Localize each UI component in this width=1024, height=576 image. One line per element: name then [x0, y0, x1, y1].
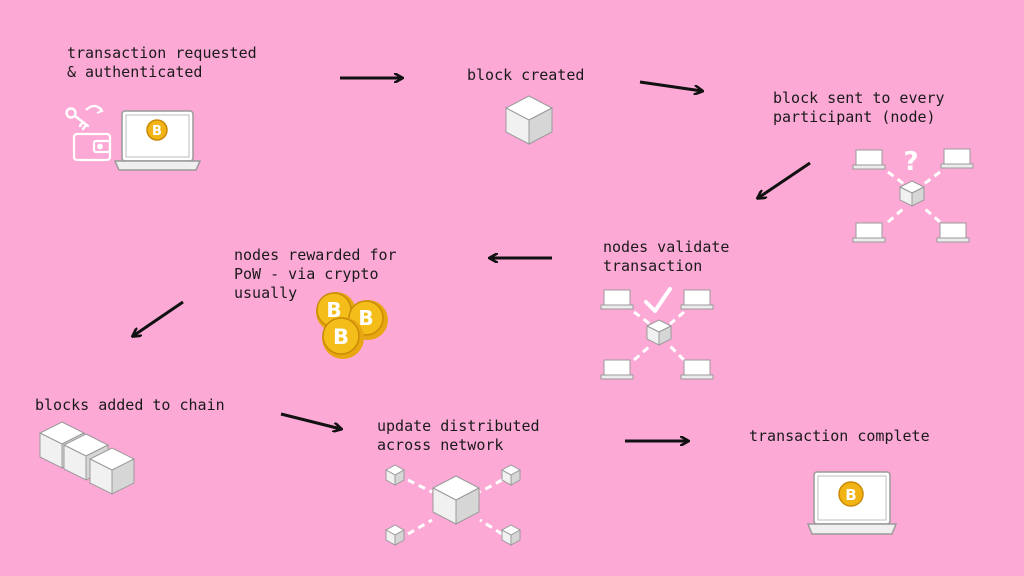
small-cube [384, 464, 406, 486]
step-block-sent-label: block sent to every participant (node) [773, 89, 945, 126]
svg-text:B: B [333, 325, 349, 349]
node-network-icon: ? [852, 147, 974, 243]
small-laptop [852, 222, 886, 243]
key-icon [65, 107, 90, 131]
cube-icon [431, 475, 481, 525]
checkmark-icon [644, 287, 672, 313]
cube-icon [504, 95, 554, 145]
arrow-6 [280, 412, 341, 429]
small-cube [500, 464, 522, 486]
block-chain-icon [38, 421, 136, 495]
svg-text:B: B [326, 298, 341, 322]
step-block-created-label: block created [467, 66, 585, 84]
small-laptop [940, 148, 974, 169]
svg-text:B: B [358, 306, 373, 330]
arrow-3 [758, 161, 811, 198]
question-mark-icon: ? [903, 147, 918, 177]
wallet-icon [72, 132, 112, 162]
step-transaction-requested-label: transaction requested & authenticated [67, 44, 257, 81]
coin: B [322, 317, 364, 359]
bitcoin-coins-icon: B B B [316, 292, 388, 359]
step-1-illustration: B [65, 104, 202, 171]
step-transaction-complete-label: transaction complete [749, 427, 930, 445]
small-cube [384, 524, 406, 546]
arrow-5 [133, 300, 184, 336]
step-blocks-added-label: blocks added to chain [35, 396, 225, 414]
small-cube [500, 524, 522, 546]
distributed-network-icon [384, 464, 522, 546]
step-update-distributed-label: update distributed across network [377, 417, 540, 454]
small-laptop [852, 149, 886, 170]
arrow-2 [639, 80, 702, 91]
node-network-icon [600, 287, 714, 380]
laptop-bitcoin-icon: B [806, 471, 898, 535]
step-nodes-rewarded-label: nodes rewarded for PoW - via crypto usua… [234, 246, 397, 302]
svg-text:B: B [845, 486, 856, 504]
svg-text:B: B [152, 124, 162, 139]
laptop-bitcoin-icon: B [113, 110, 202, 171]
small-laptop [936, 222, 970, 243]
step-nodes-validate-label: nodes validate transaction [603, 238, 730, 275]
